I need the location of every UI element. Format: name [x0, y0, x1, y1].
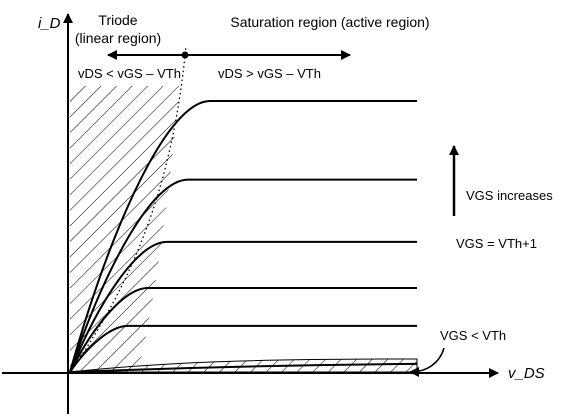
triode-region	[70, 86, 180, 372]
cutoff-label: VGS < VTh	[440, 328, 506, 343]
characteristic-curve-4	[69, 240, 417, 373]
vgs-value-label: VGS = VTh+1	[456, 236, 537, 251]
saturation-condition: vDS > vGS – VTh	[218, 66, 321, 81]
y-axis-label: i_D	[38, 15, 61, 32]
vgs-increases-label: VGS increases	[466, 188, 553, 203]
characteristic-curve-1	[69, 362, 418, 373]
triode-condition: vDS < vGS – VTh	[78, 66, 181, 81]
x-axis-label: v_DS	[508, 365, 545, 382]
characteristic-curve-3	[69, 286, 417, 373]
triode-subtitle: (linear region)	[75, 30, 161, 46]
curve-group	[69, 100, 418, 373]
cutoff-pointer-arrow	[409, 347, 445, 377]
triode-title: Triode	[98, 12, 137, 28]
characteristic-curve-2	[69, 324, 417, 373]
saturation-title: Saturation region (active region)	[230, 14, 429, 30]
characteristic-curve-5	[69, 178, 417, 373]
characteristic-curve-6	[69, 100, 417, 373]
